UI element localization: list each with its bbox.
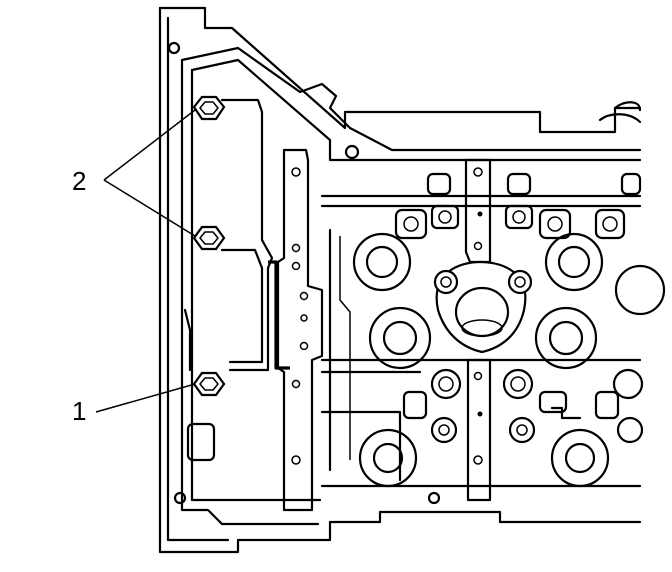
bolt-upper	[192, 95, 226, 121]
center-boss	[435, 260, 527, 354]
lifter-row-lower	[402, 390, 644, 444]
valve-spring	[352, 232, 412, 292]
side-gasket-strip	[183, 98, 290, 372]
cover-housing	[158, 6, 642, 554]
mount-hole	[427, 491, 441, 505]
head-walls	[320, 194, 642, 488]
mount-hole	[173, 491, 187, 505]
valve-spring	[544, 232, 604, 292]
leader-lines	[95, 109, 196, 413]
bolt-middle	[192, 225, 226, 251]
mount-hole	[344, 144, 360, 160]
valve-spring	[550, 428, 610, 488]
callout-label-2: 2	[72, 166, 86, 196]
lifter-row-top	[394, 172, 642, 240]
lifter-row-middle	[430, 269, 644, 400]
left-rail	[276, 148, 324, 512]
corner-boss	[186, 422, 216, 462]
valve-spring-partial	[614, 264, 666, 316]
valve-spring	[358, 428, 418, 488]
valve-spring	[368, 306, 432, 370]
mount-hole	[167, 41, 181, 55]
bolt-lower	[192, 371, 226, 397]
valve-spring	[534, 306, 598, 370]
callout-label-1: 1	[72, 396, 86, 426]
